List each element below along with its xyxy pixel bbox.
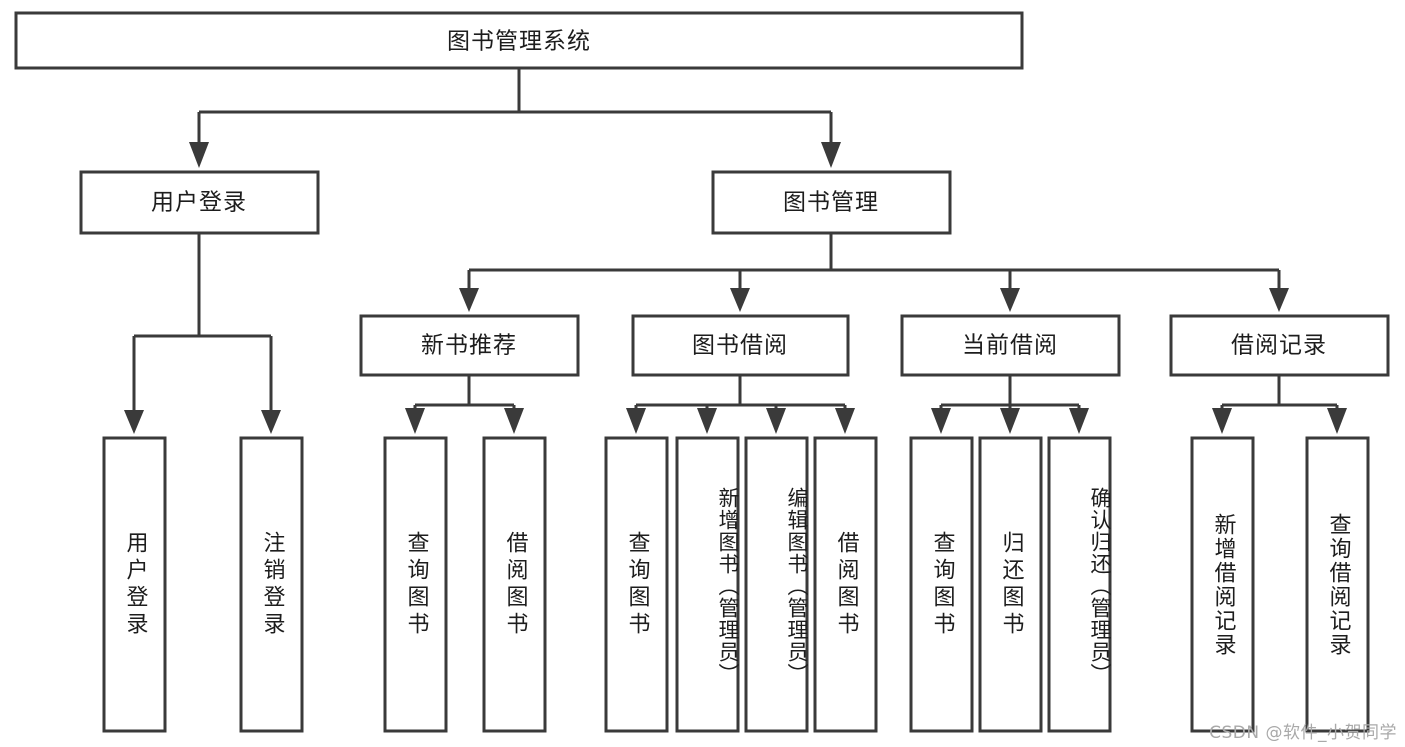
arrow-head-icon (261, 410, 281, 434)
arrow-head-icon (189, 142, 209, 168)
connector-group-current-borrow (931, 375, 1089, 434)
arrow-head-icon (697, 408, 717, 434)
arrow-head-icon (931, 408, 951, 434)
arrow-head-icon (821, 142, 841, 168)
arrow-head-icon (835, 408, 855, 434)
arrow-head-icon (1069, 408, 1089, 434)
arrow-head-icon (1000, 288, 1020, 312)
arrow-head-icon (1269, 288, 1289, 312)
node-label-user-login: 用户登录 (151, 190, 247, 216)
arrow-head-icon (766, 408, 786, 434)
arrow-head-icon (626, 408, 646, 434)
connector-group-user-login (124, 233, 281, 434)
arrow-head-icon (1212, 408, 1232, 434)
arrow-head-icon (730, 288, 750, 312)
node-label-root: 图书管理系统 (447, 29, 591, 55)
node-label-new-book-recommend: 新书推荐 (421, 333, 517, 359)
arrow-head-icon (124, 410, 144, 434)
leaf-box-add-record[interactable] (1190, 436, 1255, 733)
arrow-head-icon (459, 288, 479, 312)
node-user-login[interactable]: 用户登录 (79, 170, 320, 235)
node-borrow-record[interactable]: 借阅记录 (1169, 314, 1390, 377)
connector-group-book-borrow (626, 375, 855, 434)
node-label-current-borrow: 当前借阅 (962, 333, 1058, 359)
node-root-library-system[interactable]: 图书管理系统 (14, 11, 1024, 70)
leaf-box-user-login[interactable] (102, 436, 167, 733)
node-current-borrow[interactable]: 当前借阅 (900, 314, 1121, 377)
leaf-box-borrow-book-2[interactable] (813, 436, 878, 733)
leaf-boxes-group (102, 436, 1370, 733)
node-label-book-borrow: 图书借阅 (692, 333, 788, 359)
arrow-head-icon (1327, 408, 1347, 434)
node-new-book-recommend[interactable]: 新书推荐 (359, 314, 580, 377)
connector-group-borrow-record (1212, 375, 1347, 434)
arrow-head-icon (1000, 408, 1020, 434)
leaf-box-borrow-book-1[interactable] (482, 436, 547, 733)
leaf-box-query-record[interactable] (1305, 436, 1370, 733)
leaf-box-return-book[interactable] (978, 436, 1043, 733)
csdn-watermark: CSDN @软件_小贺同学 (1209, 723, 1397, 743)
connector-group-root (189, 68, 841, 168)
leaf-box-confirm-return[interactable] (1047, 436, 1112, 733)
leaf-box-edit-book-admin[interactable] (744, 436, 809, 733)
leaf-box-query-book-3[interactable] (909, 436, 974, 733)
leaf-box-add-book-admin[interactable] (675, 436, 740, 733)
node-label-borrow-record: 借阅记录 (1231, 333, 1327, 359)
arrow-head-icon (405, 408, 425, 434)
leaf-box-query-book-1[interactable] (383, 436, 448, 733)
leaf-box-query-book-2[interactable] (604, 436, 669, 733)
connector-group-book-mgmt (459, 233, 1289, 312)
leaf-box-logout[interactable] (239, 436, 304, 733)
node-book-borrow[interactable]: 图书借阅 (631, 314, 850, 377)
node-label-book-management: 图书管理 (783, 190, 879, 216)
node-book-management[interactable]: 图书管理 (711, 170, 952, 235)
arrow-head-icon (504, 408, 524, 434)
connector-group-new-book-rec (405, 375, 524, 434)
